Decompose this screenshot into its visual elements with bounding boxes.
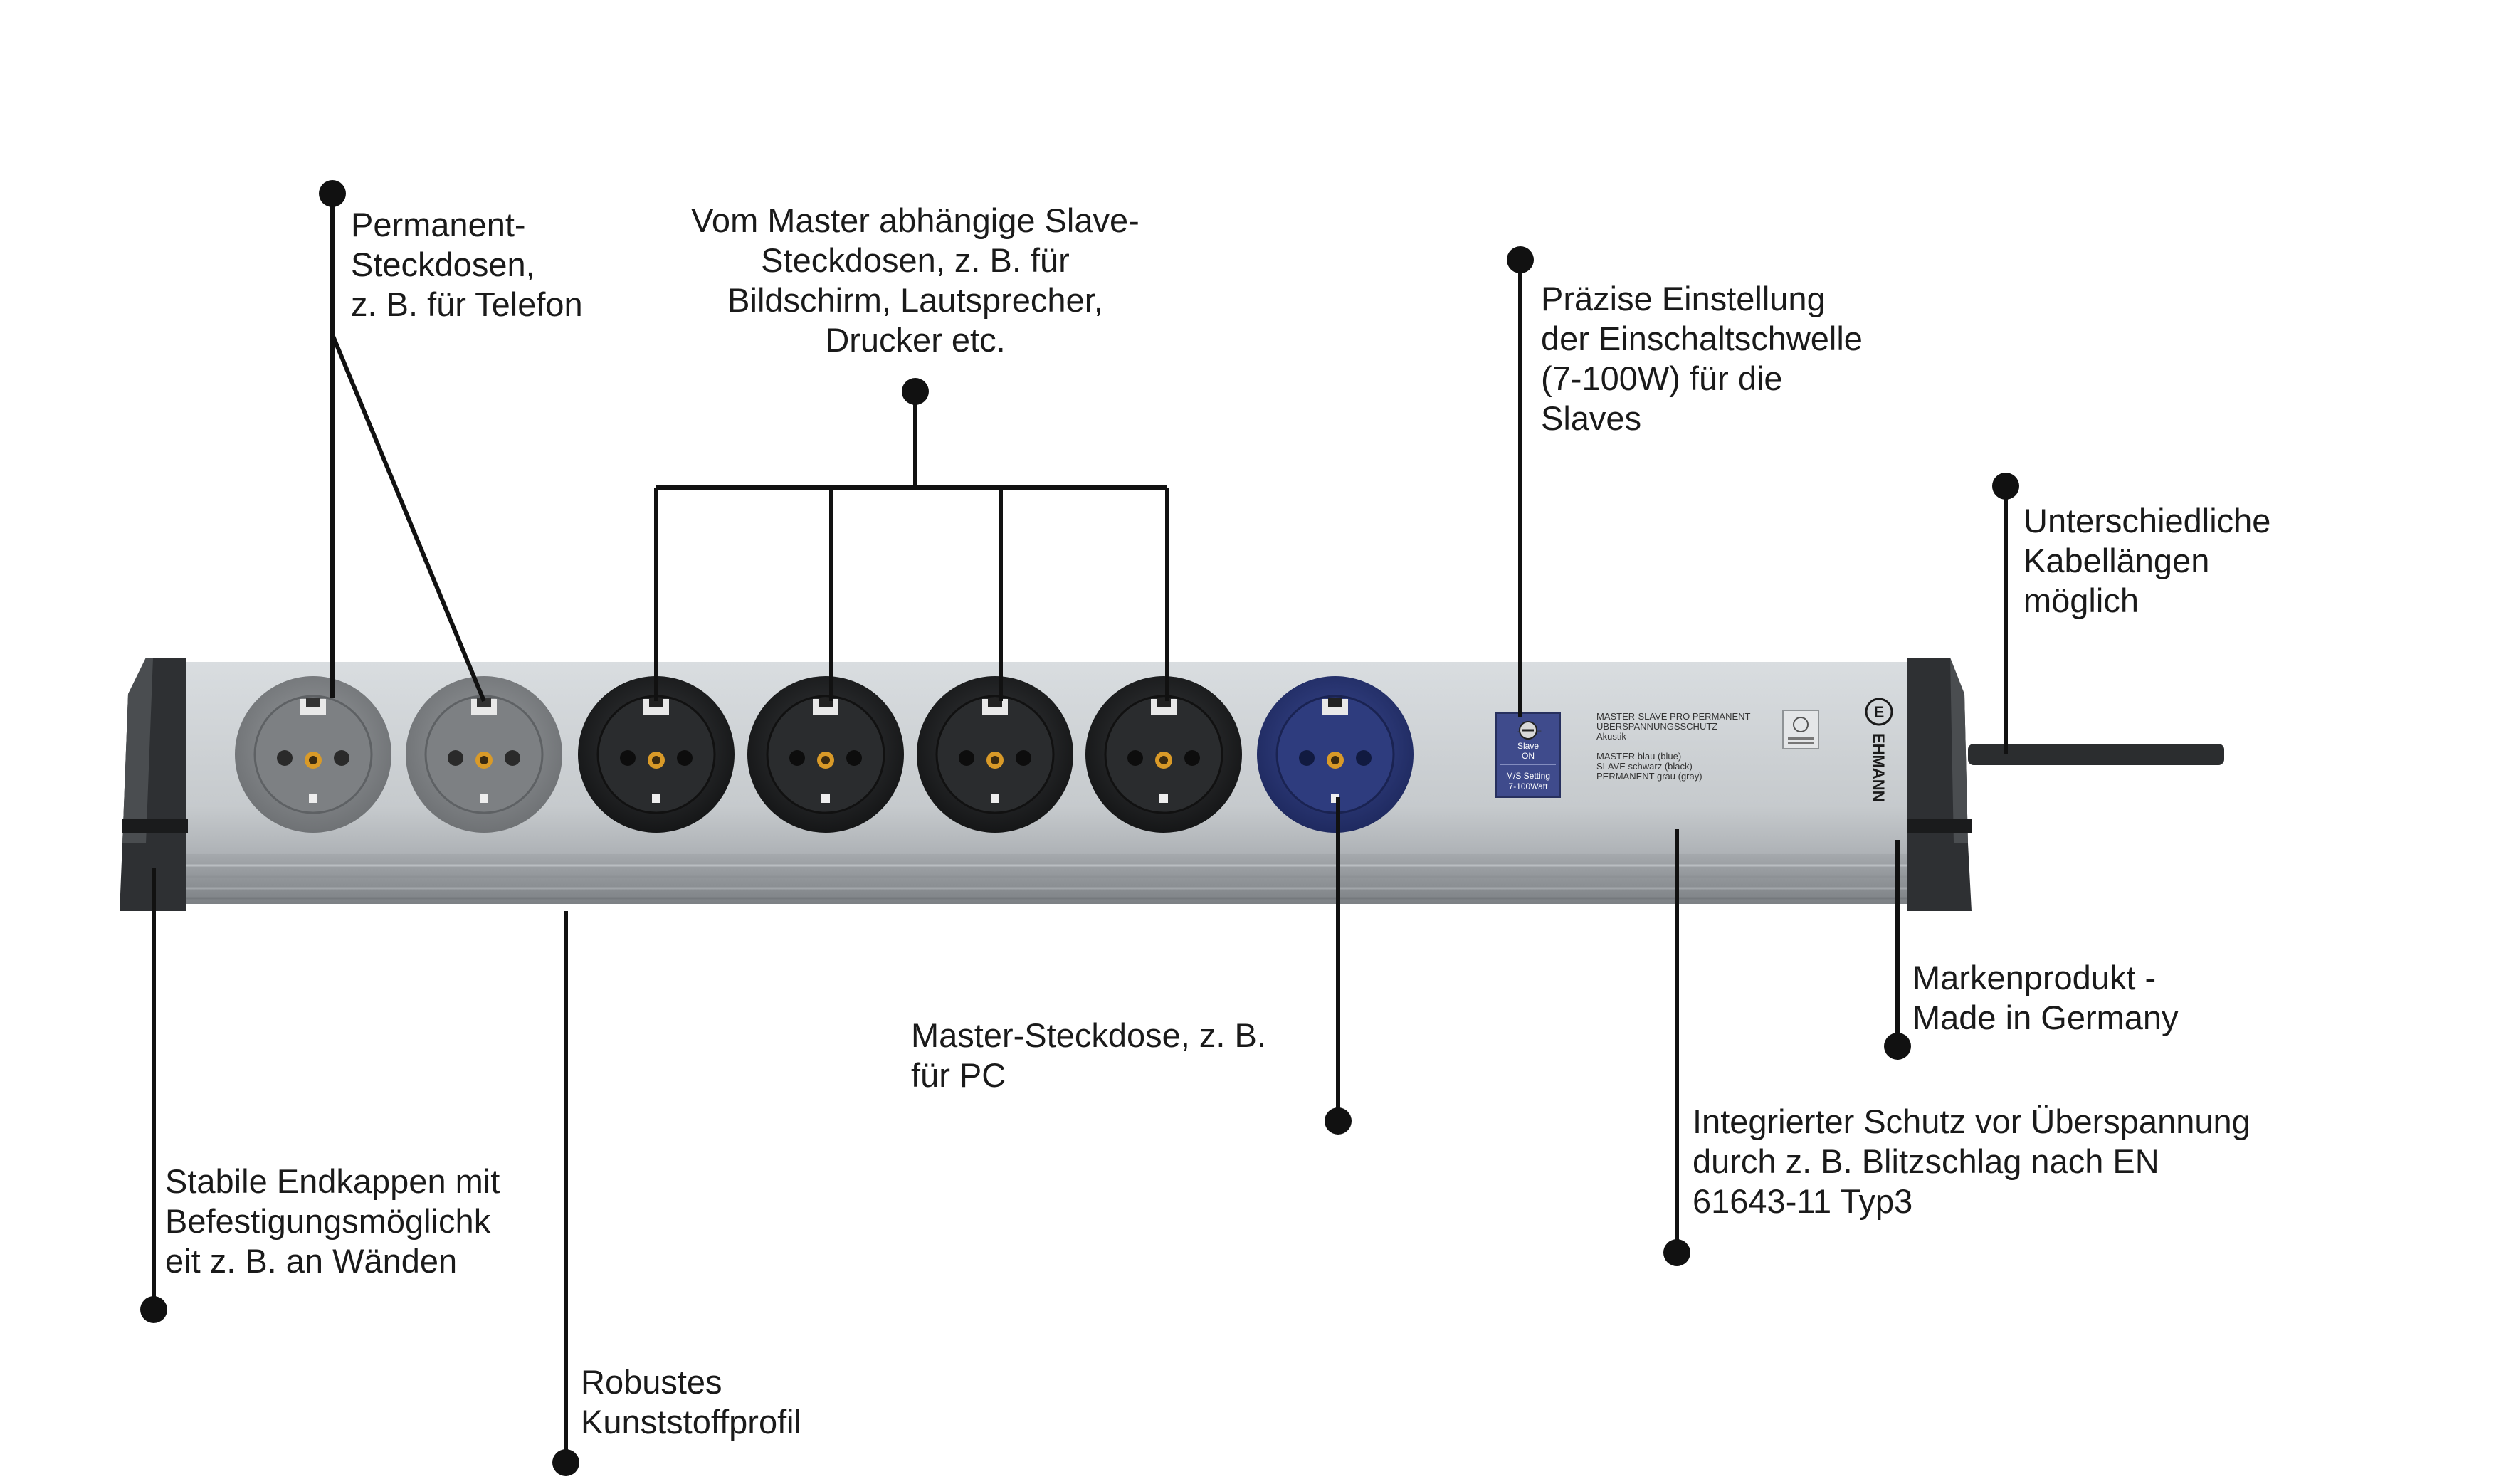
- info-line-6: PERMANENT grau (gray): [1596, 771, 1702, 782]
- callout-dot-threshold: [1507, 246, 1534, 273]
- label-line: für PC: [911, 1056, 1006, 1094]
- label-line: Kunststoffprofil: [581, 1403, 802, 1441]
- callout-dot-slave: [902, 378, 929, 405]
- left-end-cap: [120, 658, 188, 911]
- info-line-4: MASTER blau (blue): [1596, 751, 1681, 762]
- label-line: Robustes: [581, 1363, 722, 1401]
- switch-state: ON: [1522, 751, 1535, 761]
- info-line-1: MASTER-SLAVE PRO PERMANENT: [1596, 711, 1751, 722]
- callout-dot-cable: [1992, 473, 2019, 500]
- ms-setting-panel: - + Slave ON M/S Setting 7-100Watt: [1495, 712, 1561, 798]
- label-line: Kabellängen: [2023, 542, 2210, 579]
- switch-range: 7-100Watt: [1509, 782, 1549, 791]
- label-line: Slaves: [1541, 399, 1642, 437]
- socket-slave-2: [747, 676, 904, 833]
- switch-title: Slave: [1517, 741, 1539, 751]
- label-line: (7-100W) für die: [1541, 359, 1783, 397]
- power-cable: [1968, 744, 2224, 765]
- socket-slave-1: [578, 676, 735, 833]
- callout-dot-endcap: [140, 1296, 167, 1323]
- label-brand-product: Markenprodukt - Made in Germany: [1912, 958, 2179, 1038]
- label-cable-lengths: Unterschiedliche Kabellängen möglich: [2023, 501, 2270, 621]
- socket-permanent-1: [235, 676, 391, 833]
- info-line-5: SLAVE schwarz (black): [1596, 761, 1693, 772]
- label-line: Master-Steckdose, z. B.: [911, 1016, 1266, 1054]
- socket-master: [1257, 676, 1414, 833]
- switch-setting: M/S Setting: [1506, 771, 1550, 781]
- label-line: der Einschaltschwelle: [1541, 320, 1863, 357]
- svg-text:-: -: [1517, 726, 1520, 736]
- label-line: Permanent-: [351, 206, 526, 243]
- label-profile: Robustes Kunststoffprofil: [581, 1362, 801, 1442]
- label-end-caps: Stabile Endkappen mit Befestigungsmöglic…: [165, 1162, 500, 1281]
- right-end-cap: [1907, 658, 1972, 911]
- label-line: Stabile Endkappen mit: [165, 1162, 500, 1200]
- label-line: Steckdosen, z. B. für: [761, 241, 1070, 279]
- label-surge-protection: Integrierter Schutz vor Überspannung dur…: [1693, 1102, 2251, 1221]
- label-threshold-setting: Präzise Einstellung der Einschaltschwell…: [1541, 279, 1863, 438]
- label-line: Bildschirm, Lautsprecher,: [727, 281, 1103, 319]
- strip-info-text: MASTER-SLAVE PRO PERMANENT ÜBERSPANNUNGS…: [1596, 711, 1751, 782]
- strip-profile: [149, 854, 1950, 904]
- socket-slave-4: [1085, 676, 1242, 833]
- callout-lines: [152, 194, 2008, 1463]
- callout-dot-master: [1325, 1107, 1352, 1135]
- label-line: durch z. B. Blitzschlag nach EN: [1693, 1142, 2159, 1180]
- label-line: Befestigungsmöglichk: [165, 1202, 491, 1240]
- protection-badge-icon: [1782, 710, 1819, 749]
- socket-slave-3: [917, 676, 1073, 833]
- label-line: Integrierter Schutz vor Überspannung: [1693, 1103, 2251, 1140]
- callout-dot-profile: [552, 1449, 579, 1476]
- label-line: möglich: [2023, 582, 2139, 619]
- callout-dot-surge: [1663, 1239, 1690, 1266]
- label-line: Präzise Einstellung: [1541, 280, 1826, 317]
- brand-name: EHMANN: [1870, 733, 1888, 802]
- label-line: Drucker etc.: [825, 321, 1006, 359]
- logo-letter: E: [1874, 703, 1885, 721]
- label-line: Unterschiedliche: [2023, 502, 2271, 540]
- label-master-socket: Master-Steckdose, z. B. für PC: [911, 1016, 1266, 1095]
- info-line-2: ÜBERSPANNUNGSSCHUTZ: [1596, 721, 1717, 732]
- power-strip: - + Slave ON M/S Setting 7-100Watt MASTE…: [120, 658, 2224, 911]
- ehmann-brand-logo: E EHMANN: [1865, 698, 1893, 802]
- label-line: 61643-11 Typ3: [1693, 1182, 1913, 1220]
- callout-dot-permanent: [319, 180, 346, 207]
- label-line: Made in Germany: [1912, 999, 2179, 1036]
- callout-dot-brand: [1884, 1033, 1911, 1060]
- label-permanent-sockets: Permanent- Steckdosen, z. B. für Telefon: [351, 205, 583, 325]
- label-line: Markenprodukt -: [1912, 959, 2157, 996]
- info-line-3: Akustik: [1596, 731, 1626, 742]
- label-line: z. B. für Telefon: [351, 285, 583, 323]
- socket-permanent-2: [406, 676, 562, 833]
- label-line: Steckdosen,: [351, 246, 535, 283]
- label-line: eit z. B. an Wänden: [165, 1242, 458, 1280]
- label-slave-sockets: Vom Master abhängige Slave- Steckdosen, …: [631, 201, 1200, 360]
- callout-dots: [140, 180, 2019, 1476]
- svg-text:+: +: [1537, 726, 1542, 736]
- label-line: Vom Master abhängige Slave-: [691, 201, 1139, 239]
